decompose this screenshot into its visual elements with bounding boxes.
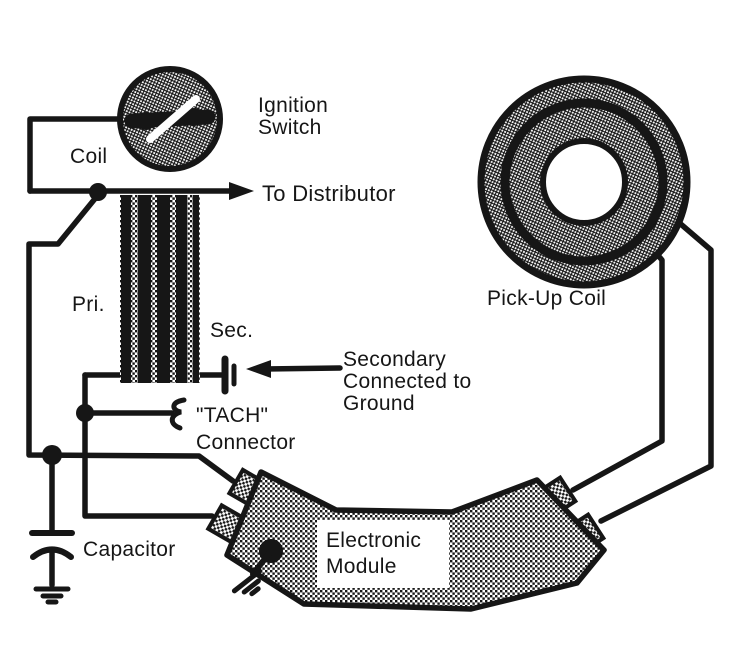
pickup-coil-symbol <box>477 75 691 289</box>
label-tach-connector: "TACH" Connector <box>196 402 296 456</box>
label-primary: Pri. <box>72 293 105 316</box>
module-ground-stem <box>250 548 274 577</box>
label-tach-line2: Connector <box>196 431 296 454</box>
module-label-plate <box>317 520 449 588</box>
label-capacitor: Capacitor <box>83 538 176 561</box>
capacitor-ground-icon <box>36 589 68 602</box>
label-ignition-switch-line2: Switch <box>258 116 322 139</box>
junction-dot-coil-top <box>89 183 107 201</box>
wire-primary-left-rail <box>26 192 236 484</box>
label-secondary: Sec. <box>210 319 254 342</box>
coil-winding <box>120 195 200 383</box>
label-ignition-switch-line1: Ignition <box>258 94 329 117</box>
wire-tach-rail <box>82 372 215 519</box>
label-electronic-module-line1: Electronic <box>326 529 422 552</box>
label-ignition-switch: Ignition Switch <box>258 95 328 139</box>
label-secondary-ground: Secondary Connected to Ground <box>343 349 472 415</box>
label-to-distributor: To Distributor <box>262 181 396 206</box>
label-coil: Coil <box>70 145 108 168</box>
label-secondary-ground-line2: Connected to <box>343 370 472 393</box>
label-pickup-coil: Pick-Up Coil <box>487 287 607 310</box>
junction-dot-tach <box>76 404 94 422</box>
wire-pickup-b <box>598 217 714 524</box>
wire-ignition-to-coil <box>27 116 124 194</box>
label-secondary-ground-line1: Secondary <box>343 348 447 371</box>
secondary-callout-arrow <box>246 360 343 378</box>
electronic-module-symbol <box>205 467 607 612</box>
junction-dot-capacitor <box>42 445 62 465</box>
label-electronic-module: Electronic Module <box>326 528 421 580</box>
tach-connector-symbol <box>169 397 187 431</box>
label-secondary-ground-line3: Ground <box>343 392 415 415</box>
label-tach-line1: "TACH" <box>196 404 269 427</box>
secondary-terminal <box>221 355 237 395</box>
arrowhead-to-distributor <box>229 182 254 200</box>
ignition-switch-symbol <box>117 66 223 172</box>
label-electronic-module-line2: Module <box>326 555 397 578</box>
capacitor-symbol <box>29 530 75 588</box>
